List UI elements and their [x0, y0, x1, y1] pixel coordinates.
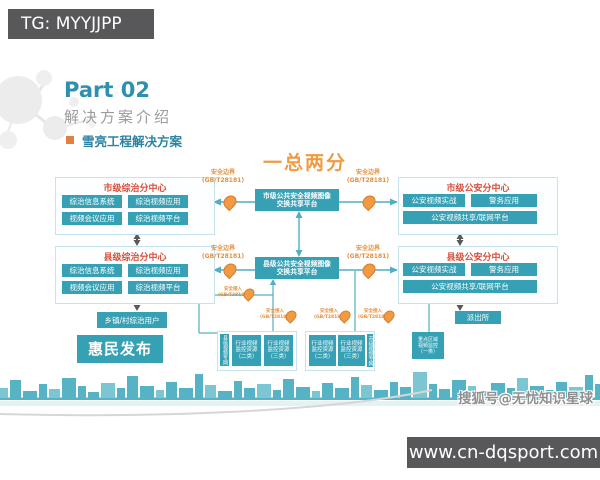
sa-line: 安全接入 — [224, 287, 242, 292]
iv-line: 监控资源 — [267, 347, 290, 354]
url-bar: www.cn-dqsport.com — [407, 437, 600, 468]
iv-line: 监控资源 — [235, 347, 258, 354]
ga-wide-item: 公安视频共享/联网平台 — [403, 211, 537, 224]
county-gongan-title: 县级公安分中心 — [446, 253, 510, 263]
county-zhengzhi-title: 县级综治分中心 — [103, 253, 167, 263]
security-boundary-label: 安全边界 (GB/T28181) — [200, 169, 246, 185]
zz-item: 综治视频应用 — [128, 195, 188, 208]
secure-access-label: 安全接入 (GB/T28181) — [358, 309, 390, 321]
part-subtitle: 解决方案介绍 — [64, 108, 173, 126]
platform-line: 交换共享平台 — [276, 268, 318, 276]
url-text: www.cn-dqsport.com — [408, 442, 599, 463]
zz-item: 综治信息系统 — [62, 195, 122, 208]
left-group-side-label: 县级视频专网 — [220, 334, 229, 366]
sec-line: 安全边界 — [355, 169, 380, 176]
sec-line: 安全边界 — [355, 245, 380, 252]
secure-access-label: 安全接入 (GB/T28181) — [260, 309, 292, 321]
industry-video-box: 行业视频 监控资源 （三类） — [264, 335, 293, 366]
city-skyline — [0, 372, 600, 417]
part-title: Part 02 — [64, 78, 150, 102]
city-exchange-platform: 市级公共安全视频图像 交换共享平台 — [255, 189, 339, 211]
zz-item: 综治信息系统 — [62, 264, 122, 277]
secure-access-label: 安全接入 (GB/T28181) — [314, 309, 346, 321]
security-boundary-label: 安全边界 (GB/T28181) — [345, 245, 391, 261]
iv-line: 监控资源 — [311, 347, 334, 354]
network-pattern-decoration — [0, 70, 96, 149]
watermark: 搜狐号@无忧知识星球 — [458, 391, 593, 407]
platform-line: 市级公共安全视频图像 — [263, 191, 331, 200]
sec-line: (GB/T28181) — [346, 252, 390, 260]
industry-video-box: 行业视频 监控资源 （三类） — [338, 335, 365, 366]
industry-video-box: 行业视频 监控资源 （二类） — [309, 335, 336, 366]
zz-item: 综治视频应用 — [128, 264, 188, 277]
iv-line: （二类） — [311, 353, 334, 360]
ga-wide-item: 公安视频共享/联网平台 — [403, 280, 537, 293]
platform-line: 交换共享平台 — [276, 200, 318, 208]
ga-item: 公安视频实战 — [403, 263, 465, 276]
police-station-box: 派出所 — [455, 311, 501, 324]
zz-item: 视频会议应用 — [62, 281, 122, 294]
sec-line: 安全边界 — [210, 245, 235, 252]
county-exchange-platform: 县级公共安全视频图像 交换共享平台 — [255, 257, 339, 279]
sa-line: (GB/T28181) — [314, 314, 346, 320]
city-gongan-title: 市级公安分中心 — [446, 184, 510, 194]
right-group-side-label: 市级视频专网 — [367, 334, 374, 367]
ga-item: 警务应用 — [471, 263, 537, 276]
iv-line: （三类） — [340, 353, 363, 360]
sec-line: 安全边界 — [210, 169, 235, 176]
county-gongan-center: 县级公安分中心 公安视频实战 警务应用 公安视频共享/联网平台 — [398, 246, 558, 304]
zz-item: 综治视频平台 — [128, 281, 188, 294]
sa-line: 安全接入 — [320, 309, 338, 314]
key-area-monitor-box: 重点区域 视频监控 （一类） — [412, 332, 444, 359]
iv-line: 行业视频 — [235, 340, 258, 347]
bullet-square-icon — [66, 136, 74, 144]
huimin-release-box: 惠民发布 — [77, 335, 163, 363]
sec-line: (GB/T28181) — [201, 176, 245, 184]
tg-badge-label: TG: MYYJJPP — [21, 14, 122, 34]
iv-line: 监控资源 — [340, 347, 363, 354]
platform-line: 县级公共安全视频图像 — [263, 259, 331, 268]
right-resource-group: 行业视频 监控资源 （二类） 行业视频 监控资源 （三类） 市级视频专网 — [305, 331, 375, 371]
diagram-title: 一总两分 — [262, 152, 347, 174]
ka-line: 重点区域 — [417, 336, 438, 343]
ka-line: （一类） — [417, 348, 438, 355]
iv-line: 行业视频 — [267, 340, 290, 347]
sa-line: (GB/T28181) — [358, 314, 390, 320]
sec-line: (GB/T28181) — [201, 252, 245, 260]
ga-item: 公安视频实战 — [403, 194, 465, 207]
sa-line: 安全接入 — [266, 309, 284, 314]
iv-line: （二类） — [235, 353, 258, 360]
sa-line: (GB/T28181) — [260, 314, 292, 320]
county-zhengzhi-center: 县级综治分中心 综治信息系统 综治视频应用 视频会议应用 综治视频平台 — [55, 246, 215, 304]
iv-line: 行业视频 — [311, 340, 334, 347]
zz-item: 综治视频平台 — [128, 212, 188, 225]
industry-video-box: 行业视频 监控资源 （二类） — [232, 335, 261, 366]
ga-item: 警务应用 — [471, 194, 537, 207]
sec-line: (GB/T28181) — [346, 176, 390, 184]
secure-access-label: 安全接入 (GB/T28181) — [218, 287, 250, 299]
township-user-box: 乡镇/村综治用户 — [97, 312, 167, 328]
zz-item: 视频会议应用 — [62, 212, 122, 225]
iv-line: （三类） — [267, 353, 290, 360]
city-gongan-center: 市级公安分中心 公安视频实战 警务应用 公安视频共享/联网平台 — [398, 177, 558, 235]
security-boundary-label: 安全边界 (GB/T28181) — [345, 169, 391, 185]
left-resource-group: 县级视频专网 行业视频 监控资源 （二类） 行业视频 监控资源 （三类） — [217, 331, 297, 371]
iv-line: 行业视频 — [340, 340, 363, 347]
sa-line: 安全接入 — [364, 309, 382, 314]
tg-badge: TG: MYYJJPP — [8, 9, 154, 39]
ka-line: 视频监控 — [417, 342, 438, 349]
sa-line: (GB/T28181) — [218, 292, 250, 298]
city-zhengzhi-title: 市级综治分中心 — [103, 184, 167, 194]
city-zhengzhi-center: 市级综治分中心 综治信息系统 综治视频应用 视频会议应用 综治视频平台 — [55, 177, 215, 235]
section-bullet-label: 雪亮工程解决方案 — [82, 134, 183, 149]
security-boundary-label: 安全边界 (GB/T28181) — [200, 245, 246, 261]
